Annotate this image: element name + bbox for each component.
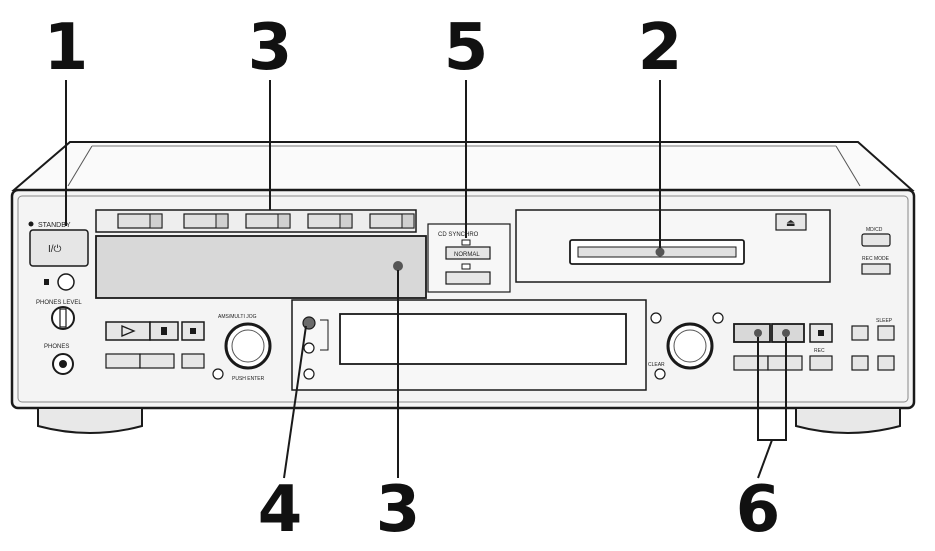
power-button[interactable] bbox=[29, 229, 89, 267]
right-button-4[interactable] bbox=[877, 355, 895, 371]
leader-4 bbox=[283, 325, 307, 479]
callout-3-bottom: 3 bbox=[375, 473, 421, 547]
md-eject-button[interactable] bbox=[775, 213, 807, 231]
callout-5: 5 bbox=[443, 11, 489, 85]
high-button[interactable] bbox=[445, 271, 491, 285]
md-play-button[interactable] bbox=[733, 323, 771, 343]
phones-level-label: PHONES LEVEL bbox=[36, 300, 82, 306]
callout-6: 6 bbox=[735, 473, 781, 547]
phones-label: PHONES bbox=[44, 344, 69, 350]
callout-4: 4 bbox=[257, 473, 303, 547]
standby-indicator bbox=[28, 221, 34, 227]
device-top-lid bbox=[11, 141, 915, 191]
md-play-target bbox=[754, 329, 762, 337]
power-symbol: I/⏻ bbox=[48, 244, 62, 255]
cd-jog-dial[interactable] bbox=[224, 322, 272, 370]
md-eject-icon: ⏏ bbox=[786, 218, 795, 229]
cd-synchro-label: CD SYNCHRO bbox=[438, 232, 479, 238]
md-cd-label: MD/CD bbox=[866, 227, 883, 233]
md-rec-label: REC bbox=[814, 348, 825, 354]
md-clear-button[interactable] bbox=[654, 368, 666, 380]
cd-tray bbox=[95, 235, 427, 299]
md-cd-button[interactable] bbox=[861, 233, 891, 247]
cd-rewind-button[interactable] bbox=[105, 353, 141, 369]
normal-button[interactable] bbox=[445, 246, 491, 260]
display-button-2[interactable] bbox=[303, 342, 315, 354]
rec-mode-label: REC MODE bbox=[862, 256, 890, 262]
cd-rec-it-button[interactable] bbox=[181, 353, 205, 369]
high-indicator bbox=[461, 263, 471, 270]
md-clear-label: CLEAR bbox=[648, 362, 665, 368]
display-window bbox=[339, 313, 627, 365]
cd-push-enter-label: PUSH ENTER bbox=[232, 376, 265, 382]
md-pause-target bbox=[782, 329, 790, 337]
md-rec-button[interactable] bbox=[809, 355, 833, 371]
callout-1: 1 bbox=[43, 11, 89, 85]
sleep-button[interactable] bbox=[877, 325, 895, 341]
md-slot-target bbox=[655, 247, 665, 257]
callout-2: 2 bbox=[637, 11, 683, 85]
normal-label: NORMAL bbox=[454, 252, 480, 258]
right-foot bbox=[795, 407, 901, 434]
md-tape-button[interactable] bbox=[712, 312, 724, 324]
cd-play-button[interactable] bbox=[105, 321, 151, 341]
md-play-mode-button[interactable] bbox=[650, 312, 662, 324]
remote-sensor-icon bbox=[44, 279, 49, 285]
right-button-3[interactable] bbox=[851, 355, 869, 371]
sleep-label: SLEEP bbox=[876, 318, 893, 324]
rec-mode-button[interactable] bbox=[861, 263, 891, 275]
display-button-3[interactable] bbox=[303, 368, 315, 380]
display-button-target[interactable] bbox=[302, 316, 316, 330]
cd-jog-label: AMS/MULTI JOG bbox=[218, 314, 257, 320]
timer-knob[interactable] bbox=[57, 273, 75, 291]
cd-clear-button[interactable] bbox=[212, 368, 224, 380]
left-foot bbox=[37, 407, 143, 434]
md-rewind-button[interactable] bbox=[733, 355, 769, 371]
md-play-mode-side-button[interactable] bbox=[851, 325, 869, 341]
standby-label: STANDBY bbox=[38, 222, 71, 229]
callout-3-top: 3 bbox=[247, 11, 293, 85]
cd-forward-button[interactable] bbox=[139, 353, 175, 369]
md-jog-dial[interactable] bbox=[666, 322, 714, 370]
cd-synchro-indicator bbox=[461, 239, 471, 246]
cd-tray-target bbox=[393, 261, 403, 271]
cd-tray-buttons bbox=[117, 213, 415, 229]
